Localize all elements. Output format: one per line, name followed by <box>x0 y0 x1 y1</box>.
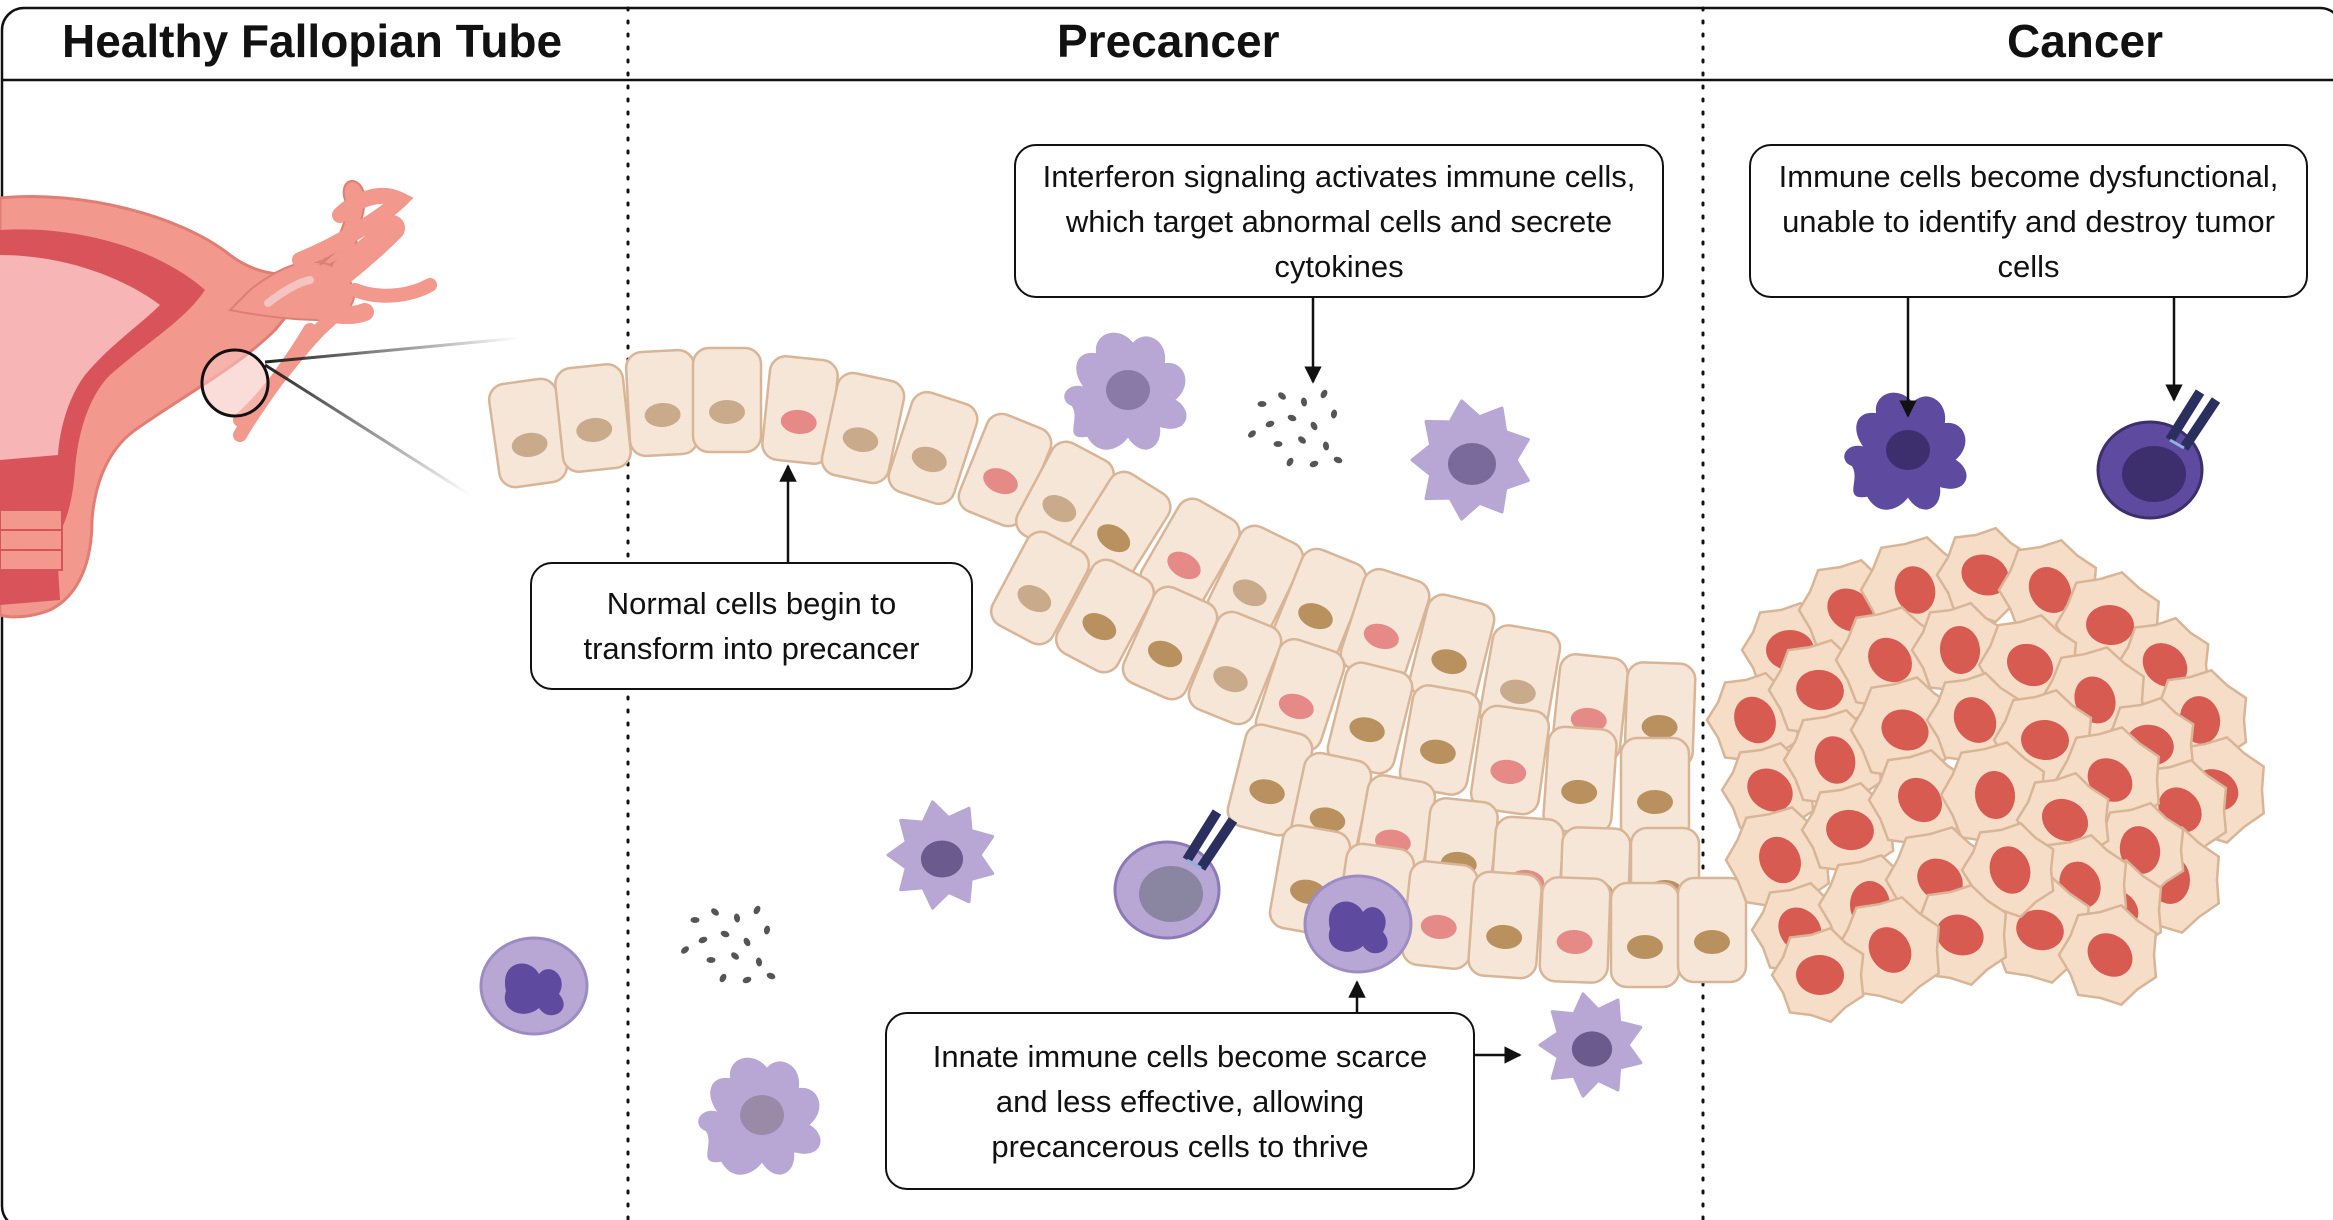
callout-interferon: Interferon signaling activates immune ce… <box>1014 144 1664 298</box>
epithelial-cell <box>554 363 632 473</box>
neutrophil-icon <box>1303 874 1413 974</box>
dendritic-cell-icon <box>698 1057 821 1175</box>
neutrophil-icon <box>479 936 589 1036</box>
epithelial-cell <box>1139 497 1241 613</box>
epithelial-cell <box>1619 736 1691 844</box>
panel-title-cancer: Cancer <box>2007 15 2163 67</box>
immune-cells <box>479 332 2221 1175</box>
epithelial-cell <box>1676 876 1748 984</box>
callout-dysfunctional: Immune cells become dysfunctional, unabl… <box>1749 144 2308 298</box>
epithelial-cell <box>1398 684 1482 796</box>
epithelial-cell <box>624 348 700 458</box>
epithelial-cell <box>1542 725 1618 835</box>
dendritic-cell-icon <box>1844 392 1967 510</box>
epithelial-cell <box>1254 637 1346 753</box>
epithelial-cell <box>1469 704 1551 816</box>
magnifier-circle <box>200 336 521 497</box>
cytokine-dots-icon <box>681 905 776 984</box>
cytokine-dots-icon <box>1248 389 1343 468</box>
epithelial-cell <box>820 371 906 485</box>
epithelial-cell <box>1467 870 1543 980</box>
epithelial-cell <box>1538 876 1612 984</box>
epithelial-cell <box>1054 558 1156 674</box>
epithelial-cell <box>1326 661 1414 775</box>
epithelial-cell <box>887 390 979 506</box>
t-cell-icon <box>1113 809 1238 940</box>
outer-frame <box>0 6 2333 1220</box>
tumor-cell <box>1867 748 1968 852</box>
t-cell-icon <box>2096 389 2221 520</box>
epithelial-cell <box>1401 860 1479 970</box>
tumor-cell <box>1770 926 1865 1024</box>
macrophage-icon <box>886 800 995 910</box>
epithelial-cell <box>1609 881 1681 989</box>
epithelial-cell <box>989 530 1091 646</box>
callout-innate: Innate immune cells become scarce and le… <box>885 1012 1475 1190</box>
dendritic-cell-icon <box>1064 332 1187 450</box>
macrophage-icon <box>1410 399 1530 521</box>
epithelial-cell <box>691 346 763 454</box>
epithelial-cell <box>1187 610 1283 726</box>
panel-title-precancer: Precancer <box>1057 15 1280 67</box>
macrophage-icon <box>1538 992 1643 1098</box>
tumor-cell <box>1960 821 2055 919</box>
epithelial-cell <box>1121 585 1219 701</box>
epithelial-cell <box>1339 567 1431 683</box>
callout-normal-cells: Normal cells begin to transform into pre… <box>530 562 973 690</box>
panel-title-healthy: Healthy Fallopian Tube <box>62 15 563 67</box>
tumor-mass-icon <box>1705 526 2265 1024</box>
tumor-cell <box>2057 903 2158 1007</box>
